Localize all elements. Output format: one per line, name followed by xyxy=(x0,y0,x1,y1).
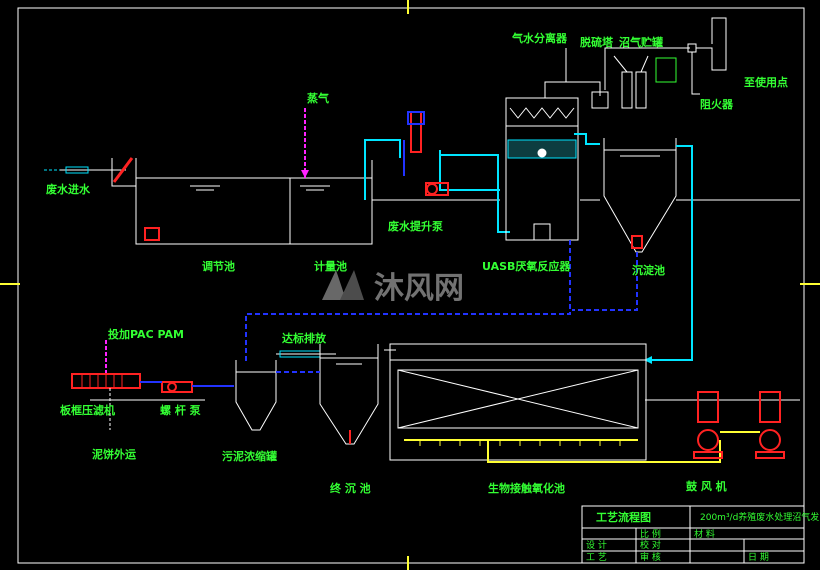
aeration-grid xyxy=(404,439,721,463)
discharge-pipe xyxy=(276,350,336,358)
desulfurization-towers xyxy=(613,55,649,109)
label-dosing: 投加PAC PAM xyxy=(108,327,184,341)
regulating-tank xyxy=(111,158,373,245)
label-steam: 蒸气 xyxy=(307,91,329,105)
sludge-line-settling xyxy=(572,252,638,311)
inlet-pipe xyxy=(44,166,126,174)
label-screw-pump: 螺 杆 泵 xyxy=(160,403,201,417)
blower-1 xyxy=(693,391,723,459)
label-bio-contact: 生物接触氧化池 xyxy=(488,481,565,495)
label-uasb: UASB厌氧反应器 xyxy=(482,259,571,273)
uasb-outlet-pipe xyxy=(574,133,600,145)
label-metering-tank: 计量池 xyxy=(314,259,347,273)
sludge-line-uasb xyxy=(245,240,571,362)
settling-tank xyxy=(603,138,677,253)
submersible-pump xyxy=(144,227,160,241)
title-block-row-review: 审 核 xyxy=(640,551,661,563)
biogas-pipe xyxy=(544,81,601,98)
lift-pump xyxy=(403,111,449,196)
settling-sludge-pump xyxy=(631,235,643,249)
label-flame-arrester: 阻火器 xyxy=(700,97,734,111)
metering-outlet-pipe xyxy=(364,139,401,200)
title-block xyxy=(581,505,805,564)
label-cake-out: 泥饼外运 xyxy=(92,447,136,461)
label-lift-pump: 废水提升泵 xyxy=(388,219,443,233)
watermark-logo-icon xyxy=(322,270,364,300)
title-block-project: 200m³/d养殖废水处理沼气发电 xyxy=(700,511,820,523)
label-regulating-tank: 调节池 xyxy=(202,259,235,273)
steam-arrow xyxy=(301,170,309,178)
title-block-date: 日 期 xyxy=(748,552,769,563)
label-to-use-point: 至使用点 xyxy=(744,75,788,89)
title-block-title: 工艺流程图 xyxy=(596,510,651,524)
title-block-ratio: 比 例 xyxy=(640,528,661,540)
title-block-row-process: 工 艺 xyxy=(586,552,607,563)
label-filter-press: 板框压滤机 xyxy=(60,403,115,417)
label-settling-tank: 沉淀池 xyxy=(632,263,665,277)
bar-screen xyxy=(112,157,134,183)
ground-lines xyxy=(90,199,800,401)
gas-holder xyxy=(655,57,677,83)
label-discharge: 达标排放 xyxy=(282,331,327,345)
bio-contact-tank xyxy=(384,343,647,461)
title-block-row-check: 校 对 xyxy=(640,539,661,551)
watermark-text: 沐风网 xyxy=(374,271,464,306)
uasb-inlet-pipe xyxy=(440,154,510,233)
title-block-row-design: 设 计 xyxy=(586,539,607,551)
flame-arrester xyxy=(687,17,727,95)
label-wastewater-inlet: 废水进水 xyxy=(46,182,91,196)
final-settling-tank xyxy=(319,344,379,445)
label-desulfurization-tower: 脱硫塔 xyxy=(580,35,614,49)
label-final-settling: 终 沉 池 xyxy=(330,481,371,495)
label-blower: 鼓 风 机 xyxy=(686,479,727,493)
label-gas-holder: 沼气贮罐 xyxy=(619,35,663,49)
label-sludge-thickener: 污泥浓缩罐 xyxy=(222,449,277,463)
watermark: 沐风网 xyxy=(322,270,464,306)
settling-outlet-pipe xyxy=(646,145,693,361)
screw-pump xyxy=(161,381,193,393)
sludge-thickener xyxy=(235,360,277,431)
biogas-pipe-upper xyxy=(604,47,690,90)
blower-2 xyxy=(755,391,785,459)
label-gas-water-separator: 气水分离器 xyxy=(511,31,568,45)
diffusers xyxy=(419,440,621,446)
uasb-reactor xyxy=(505,97,579,241)
drawing-border xyxy=(17,7,805,564)
gas-water-separator xyxy=(565,48,609,109)
lift-pipe xyxy=(439,150,500,191)
title-block-material: 材 料 xyxy=(694,528,715,540)
filter-press xyxy=(71,373,141,430)
